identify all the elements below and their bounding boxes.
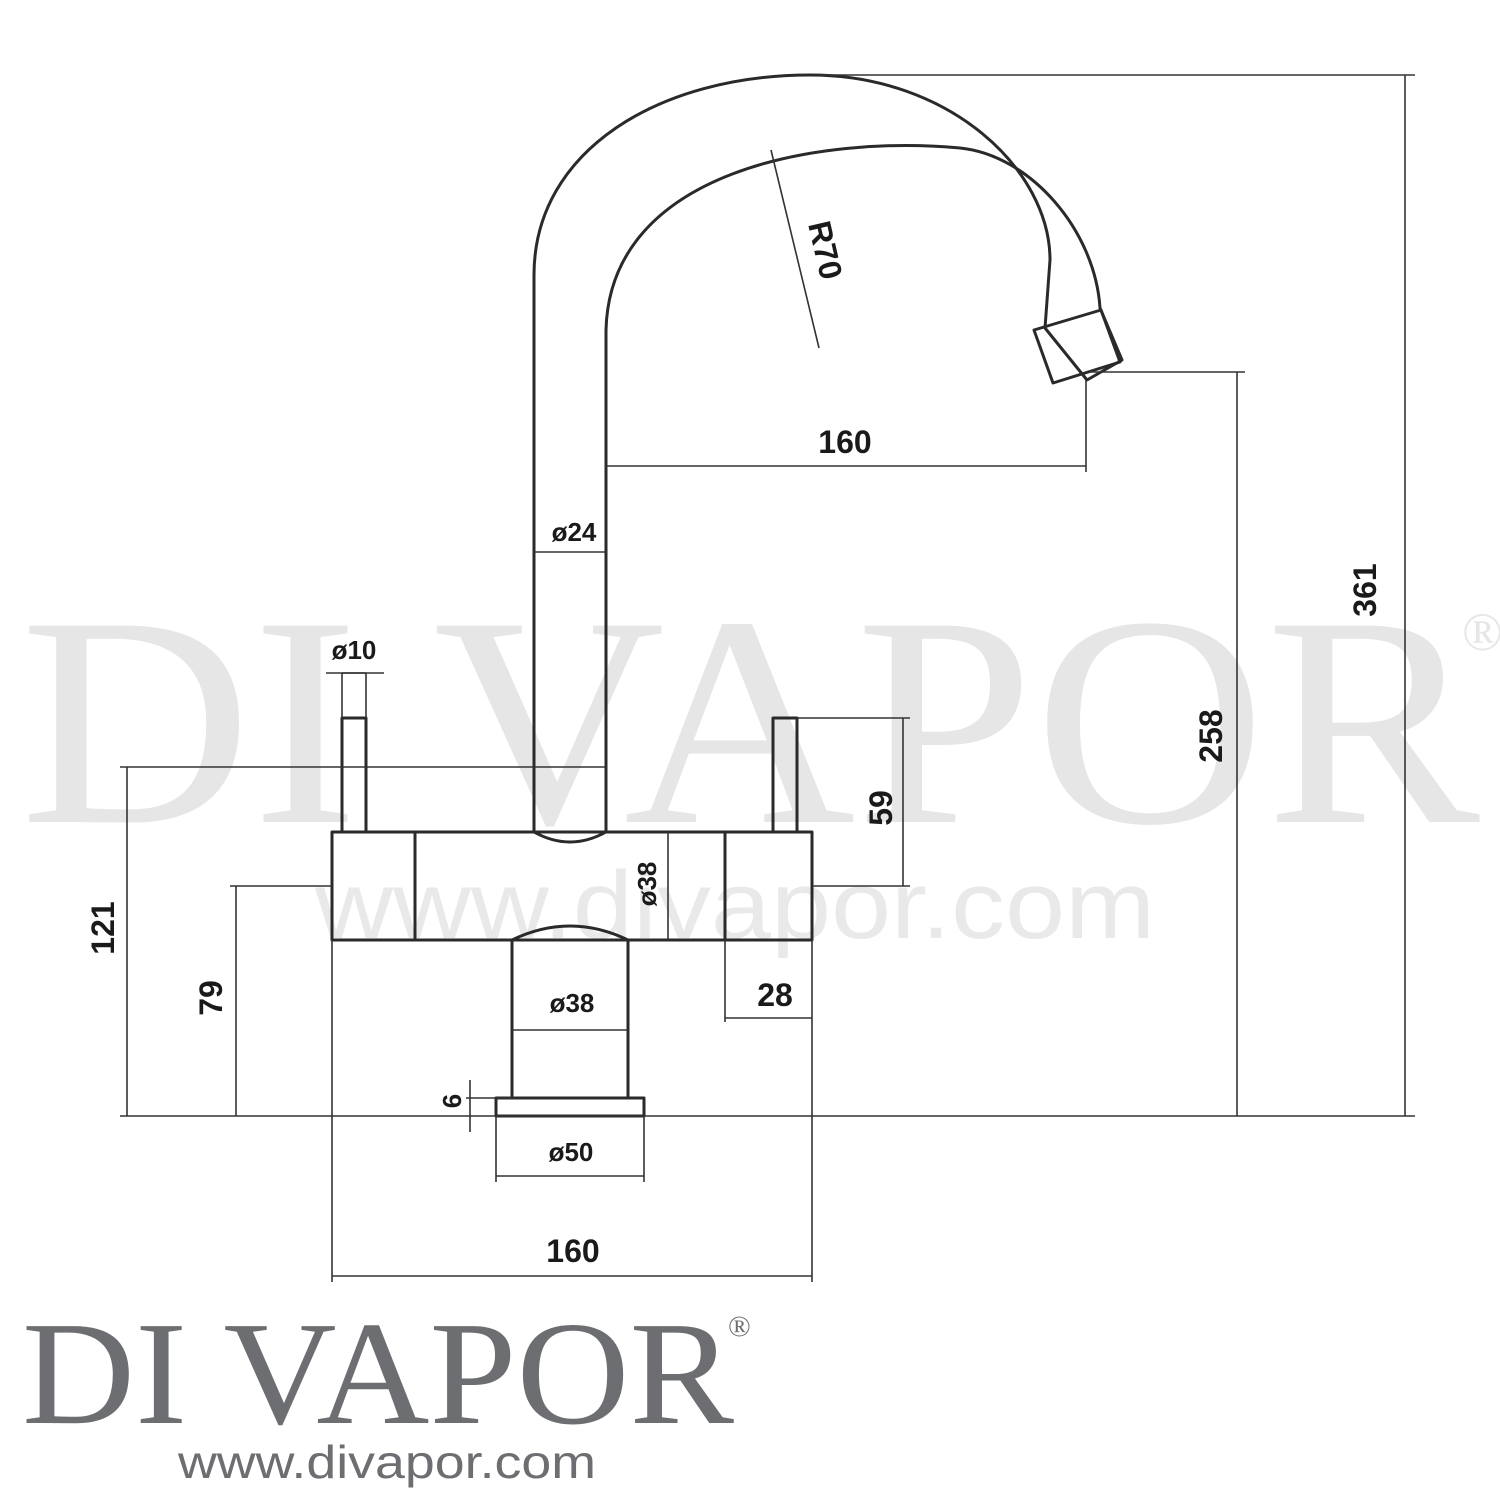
dim-base-diameter: ø50	[549, 1137, 594, 1167]
dimension-labels: R70 160 ø24 ø10 59 ø38 28 ø38 6 ø50 160 …	[85, 217, 1383, 1269]
dim-handle-height: 59	[863, 790, 899, 826]
dimension-lines	[120, 74, 1415, 1282]
watermark-url: www.divapor.com	[314, 852, 1155, 959]
dim-base-plate-height: 6	[437, 1094, 467, 1108]
spout-saddle	[532, 830, 608, 844]
dim-handle-diameter: ø10	[332, 635, 377, 665]
dim-end-cap-width: 28	[757, 977, 793, 1013]
watermark-registered: ®	[1462, 602, 1500, 662]
watermark-brand: DI VAPOR	[20, 555, 1482, 887]
logo-registered: ®	[728, 1310, 751, 1343]
right-handle	[771, 716, 799, 834]
logo-brand: DI VAPOR	[22, 1292, 734, 1456]
watermark: DI VAPOR ® www.divapor.com	[20, 555, 1500, 959]
dim-body-top-height: 121	[85, 901, 121, 954]
base-plate	[494, 1096, 646, 1118]
dim-body-width: 160	[546, 1233, 599, 1269]
dim-outlet-height: 258	[1193, 709, 1229, 762]
spout-nozzle	[1032, 308, 1122, 385]
stem-saddle	[510, 924, 630, 942]
dim-spout-reach: 160	[818, 424, 871, 460]
radius-leader	[770, 149, 820, 349]
brand-logo: DI VAPOR ® www.divapor.com	[22, 1292, 751, 1488]
logo-url: www.divapor.com	[177, 1436, 596, 1488]
dim-spout-diameter: ø24	[552, 517, 597, 547]
dim-radius: R70	[801, 217, 849, 282]
left-handle	[340, 716, 368, 834]
dim-body-diameter: ø38	[632, 862, 662, 907]
dim-body-center-height: 79	[193, 980, 229, 1016]
dim-stem-diameter: ø38	[550, 988, 595, 1018]
dim-total-height: 361	[1347, 563, 1383, 616]
stem	[510, 938, 630, 1100]
